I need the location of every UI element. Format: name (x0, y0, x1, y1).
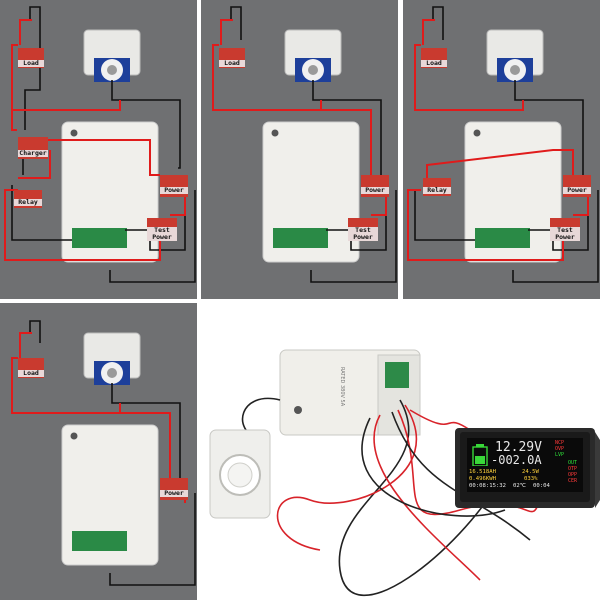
wiring-diagram-3-drawing (407, 6, 599, 283)
status-ncp: NCP (555, 440, 565, 446)
clock-readout: 00:04 (533, 483, 550, 489)
wires (241, 397, 541, 596)
temp-readout: 02℃ (513, 483, 527, 489)
load-label: Load (18, 370, 44, 377)
power-label: Power (160, 187, 188, 194)
battery-icon (472, 444, 488, 466)
main-module (279, 349, 421, 436)
status-ovp: OVP (555, 446, 565, 452)
load-label: Load (421, 60, 447, 67)
device-label-sticker: RATED 380V 5A (339, 367, 345, 407)
current-transformer (209, 429, 271, 519)
time-readout: 00:08:15:32 (469, 483, 507, 489)
wiring-diagram-2-drawing (212, 6, 397, 283)
wiring-diagram-3: Load Relay Power Test Power (403, 0, 600, 299)
status-cer: CER (568, 478, 578, 484)
capacity-readout: 16.518AH (469, 469, 496, 475)
power-label: Power (160, 490, 188, 497)
wiring-diagram-4-drawing (11, 320, 196, 586)
voltage-readout: 12.29V (495, 440, 542, 455)
wiring-diagram-4: Load Power (0, 303, 197, 600)
percent-readout: 033% (524, 476, 538, 482)
load-label: Load (18, 60, 44, 67)
status-lvp: LVP (555, 452, 565, 458)
relay-label: Relay (14, 199, 42, 206)
wiring-diagram-2: Load Power Test Power (201, 0, 398, 299)
lcd-screen: 12.29V -002.0A 16.518AH 24.5W 0.496KWH 0… (467, 438, 583, 492)
test-power-label: Test Power (348, 227, 378, 241)
test-power-label: Test Power (147, 227, 177, 241)
wiring-diagram-1: Load Charger Relay Power Test Power (0, 0, 197, 299)
status-column-1: NCP OVP LVP (555, 440, 569, 458)
status-out: OUT (568, 460, 578, 466)
relay-label: Relay (423, 187, 451, 194)
power-label: Power (563, 187, 591, 194)
load-label: Load (219, 60, 245, 67)
power-label: Power (361, 187, 389, 194)
power-readout: 24.5W (522, 469, 539, 475)
wiring-diagram-1-drawing (4, 6, 196, 283)
status-otp: OTP (568, 466, 578, 472)
current-readout: -002.0A (491, 453, 542, 467)
charger-label: Charger (18, 149, 48, 157)
status-opp: OPP (568, 472, 578, 478)
test-power-label: Test Power (550, 227, 580, 241)
energy-readout: 0.496KWH (469, 476, 496, 482)
status-column-2: OUT OTP OPP CER (568, 460, 582, 484)
